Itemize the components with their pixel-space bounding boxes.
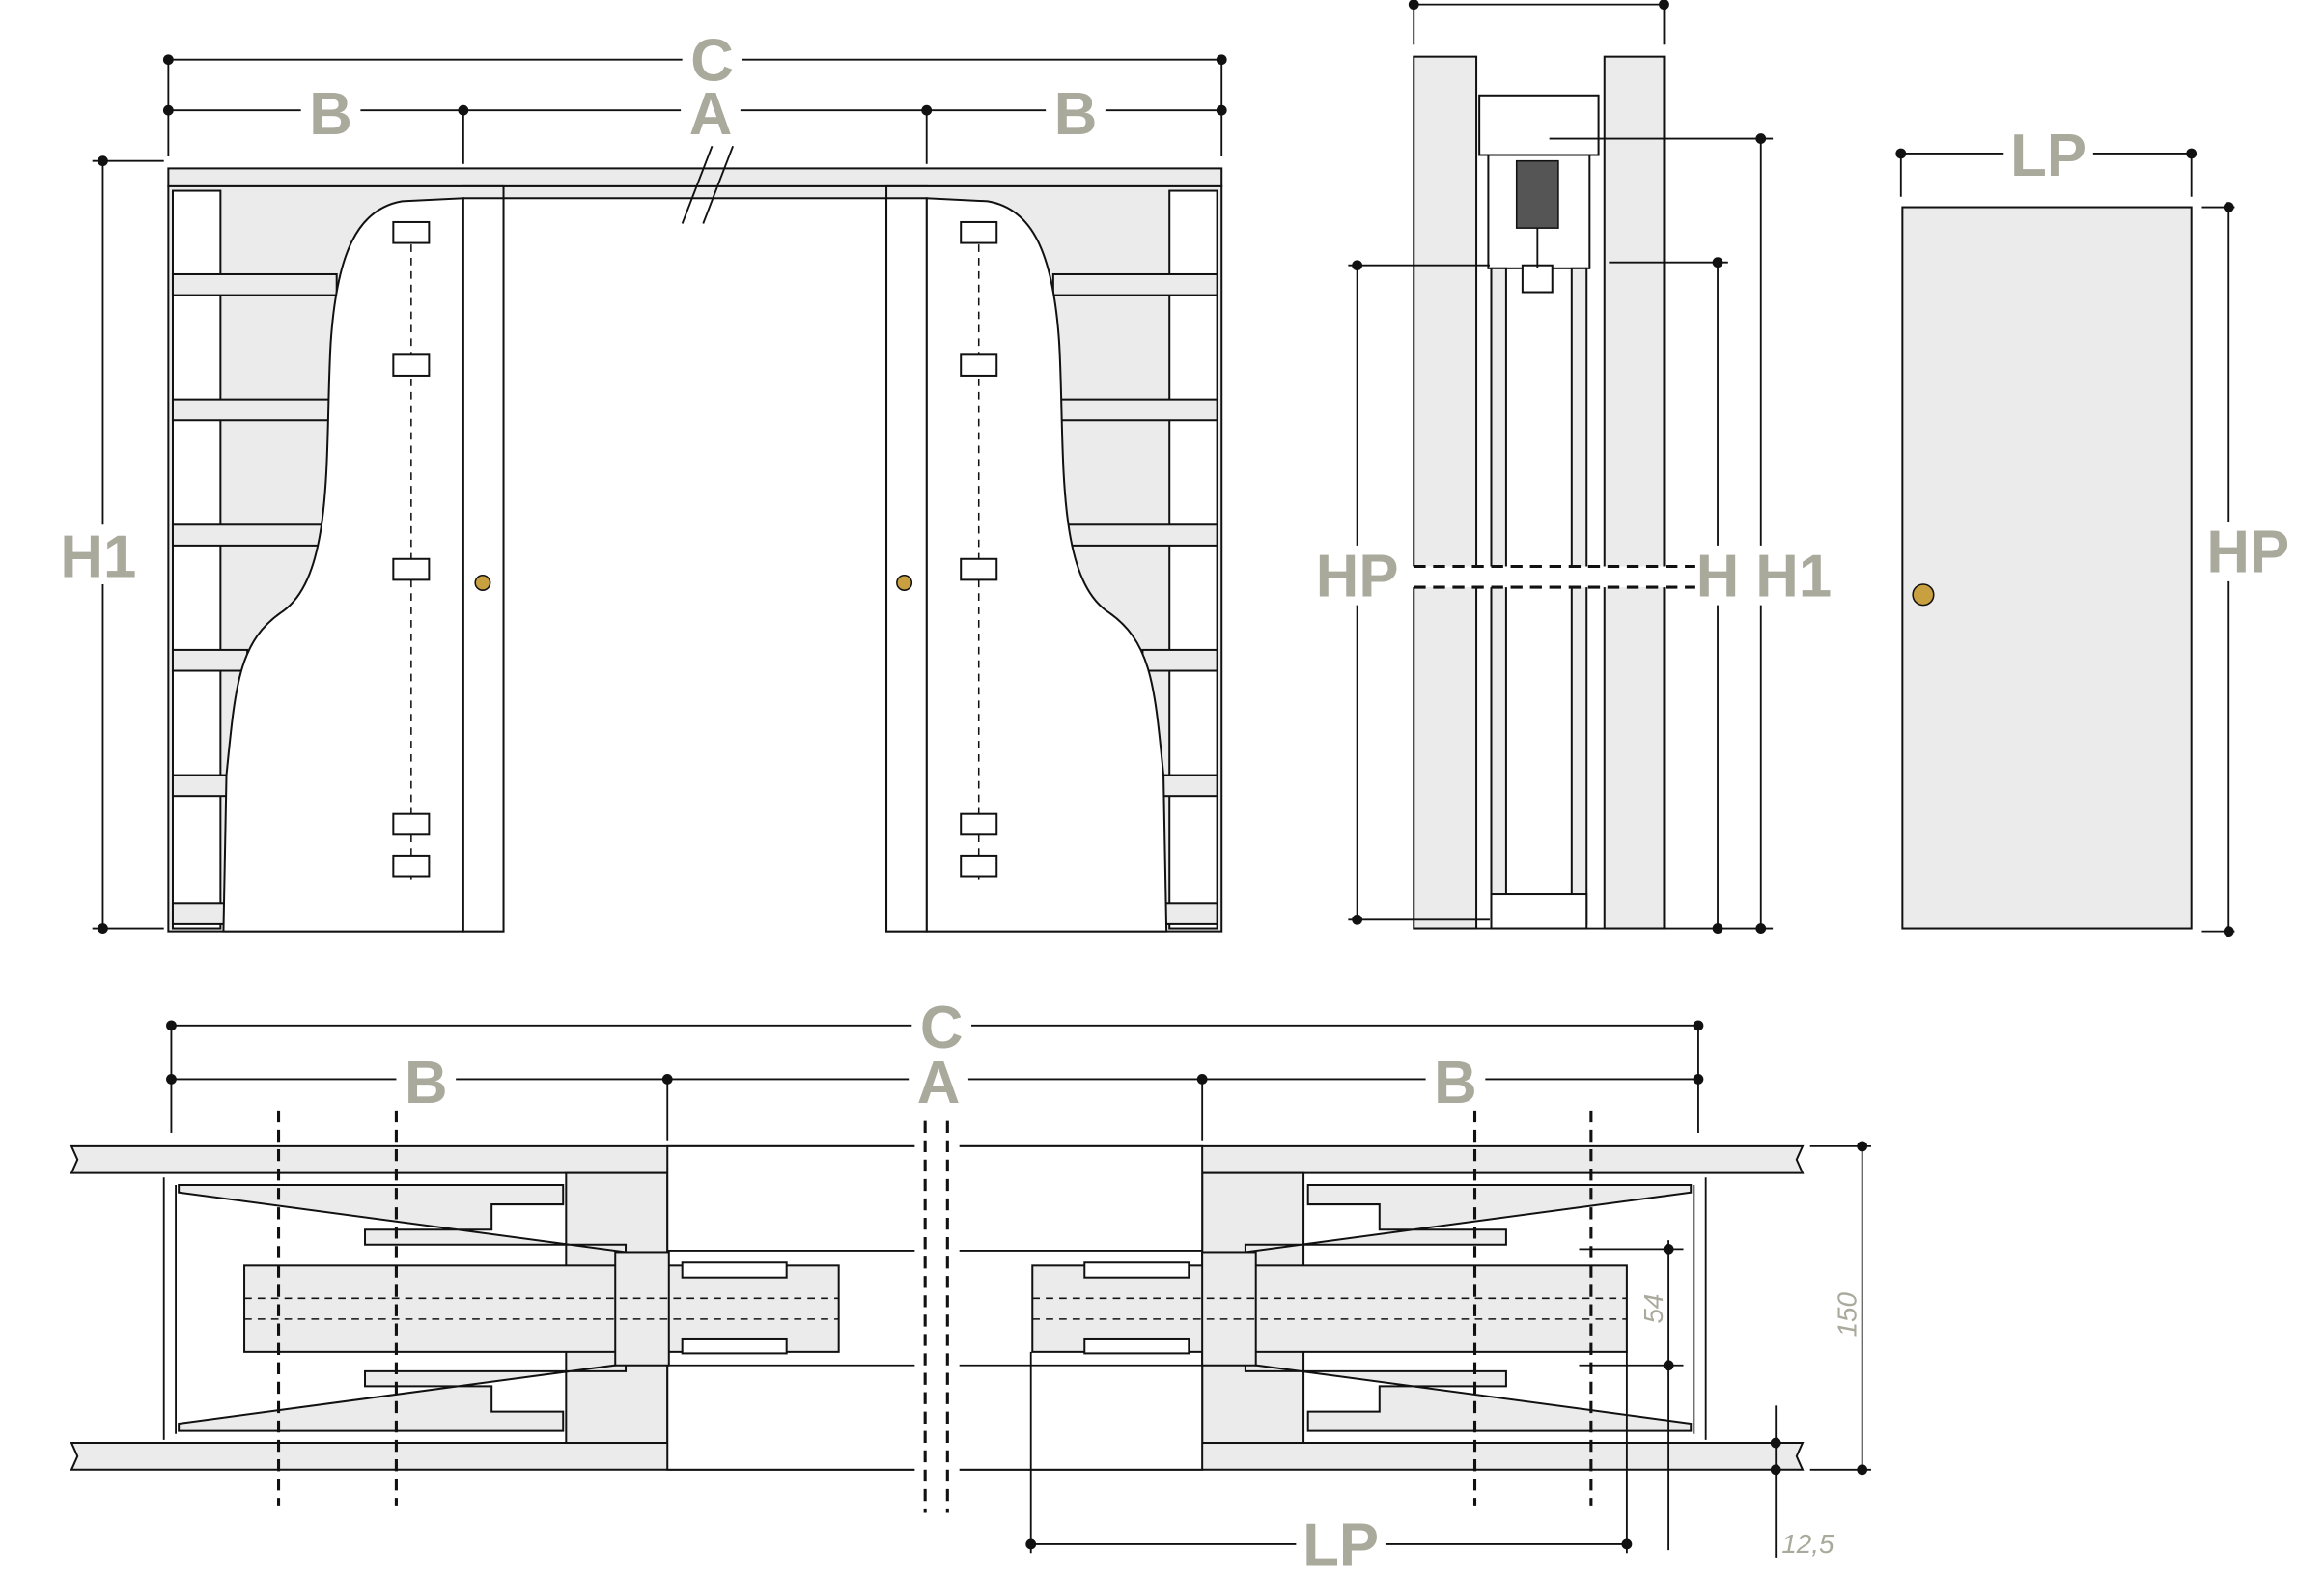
dimension-h1: H1 xyxy=(56,155,164,934)
right-door-handle-icon xyxy=(896,574,913,591)
plan-right-pocket xyxy=(1031,1110,1707,1506)
plan-view: C B A B xyxy=(70,995,1871,1579)
dimension-hp-section: HP xyxy=(1313,260,1490,925)
dim-150: 150 xyxy=(1833,1292,1862,1338)
right-door-edge xyxy=(885,197,928,933)
door-leaf: LP HP xyxy=(1895,123,2295,938)
dimension-c: C xyxy=(162,27,1227,157)
dimension-h1-section xyxy=(1414,133,1774,934)
top-rail xyxy=(167,167,1223,187)
front-elevation: C B A B H1 xyxy=(56,27,1227,934)
dim-54: 54 xyxy=(1638,1294,1668,1324)
label-b-right: B xyxy=(1054,81,1098,148)
plan-label-c: C xyxy=(920,995,964,1061)
label-hp-door: HP xyxy=(2206,520,2289,586)
dimension-12-5: 12,5 xyxy=(1770,1405,1834,1559)
plan-dimension-lp: LP xyxy=(1025,1351,1633,1579)
label-h: H xyxy=(1696,543,1740,609)
side-section: HP H H1 xyxy=(1313,0,1837,934)
right-hangers xyxy=(960,220,998,878)
dimension-a-b: B A B xyxy=(162,81,1227,164)
label-lp-door: LP xyxy=(2010,123,2086,189)
plan-right-door xyxy=(1031,1264,1628,1353)
plan-left-door xyxy=(243,1264,840,1353)
plan-label-b-left: B xyxy=(405,1050,448,1116)
door-handle-icon xyxy=(1912,583,1935,607)
dimension-54: 54 xyxy=(1579,1240,1684,1551)
plan-left-pocket xyxy=(162,1110,840,1506)
plan-label-a: A xyxy=(917,1050,961,1116)
label-h1-section: H1 xyxy=(1755,543,1832,609)
top-track xyxy=(1478,94,1600,156)
dimension-150: 150 xyxy=(1809,1141,1871,1476)
left-door-edge xyxy=(462,197,505,933)
label-a: A xyxy=(689,81,733,148)
label-c: C xyxy=(690,27,734,94)
left-door-handle-icon xyxy=(474,574,491,591)
label-b-left: B xyxy=(309,81,352,148)
plan-label-b-right: B xyxy=(1434,1050,1477,1116)
dim-12-5: 12,5 xyxy=(1781,1529,1834,1559)
plan-dimension-a-b: B A B xyxy=(166,1050,1704,1141)
right-pocket-frame xyxy=(885,184,1223,933)
plan-dimension-c: C xyxy=(166,995,1704,1133)
plan-label-lp: LP xyxy=(1302,1512,1379,1579)
left-hangers xyxy=(392,220,431,878)
label-hp-section: HP xyxy=(1316,543,1399,609)
label-h1: H1 xyxy=(60,523,136,590)
left-pocket-frame xyxy=(167,184,505,933)
